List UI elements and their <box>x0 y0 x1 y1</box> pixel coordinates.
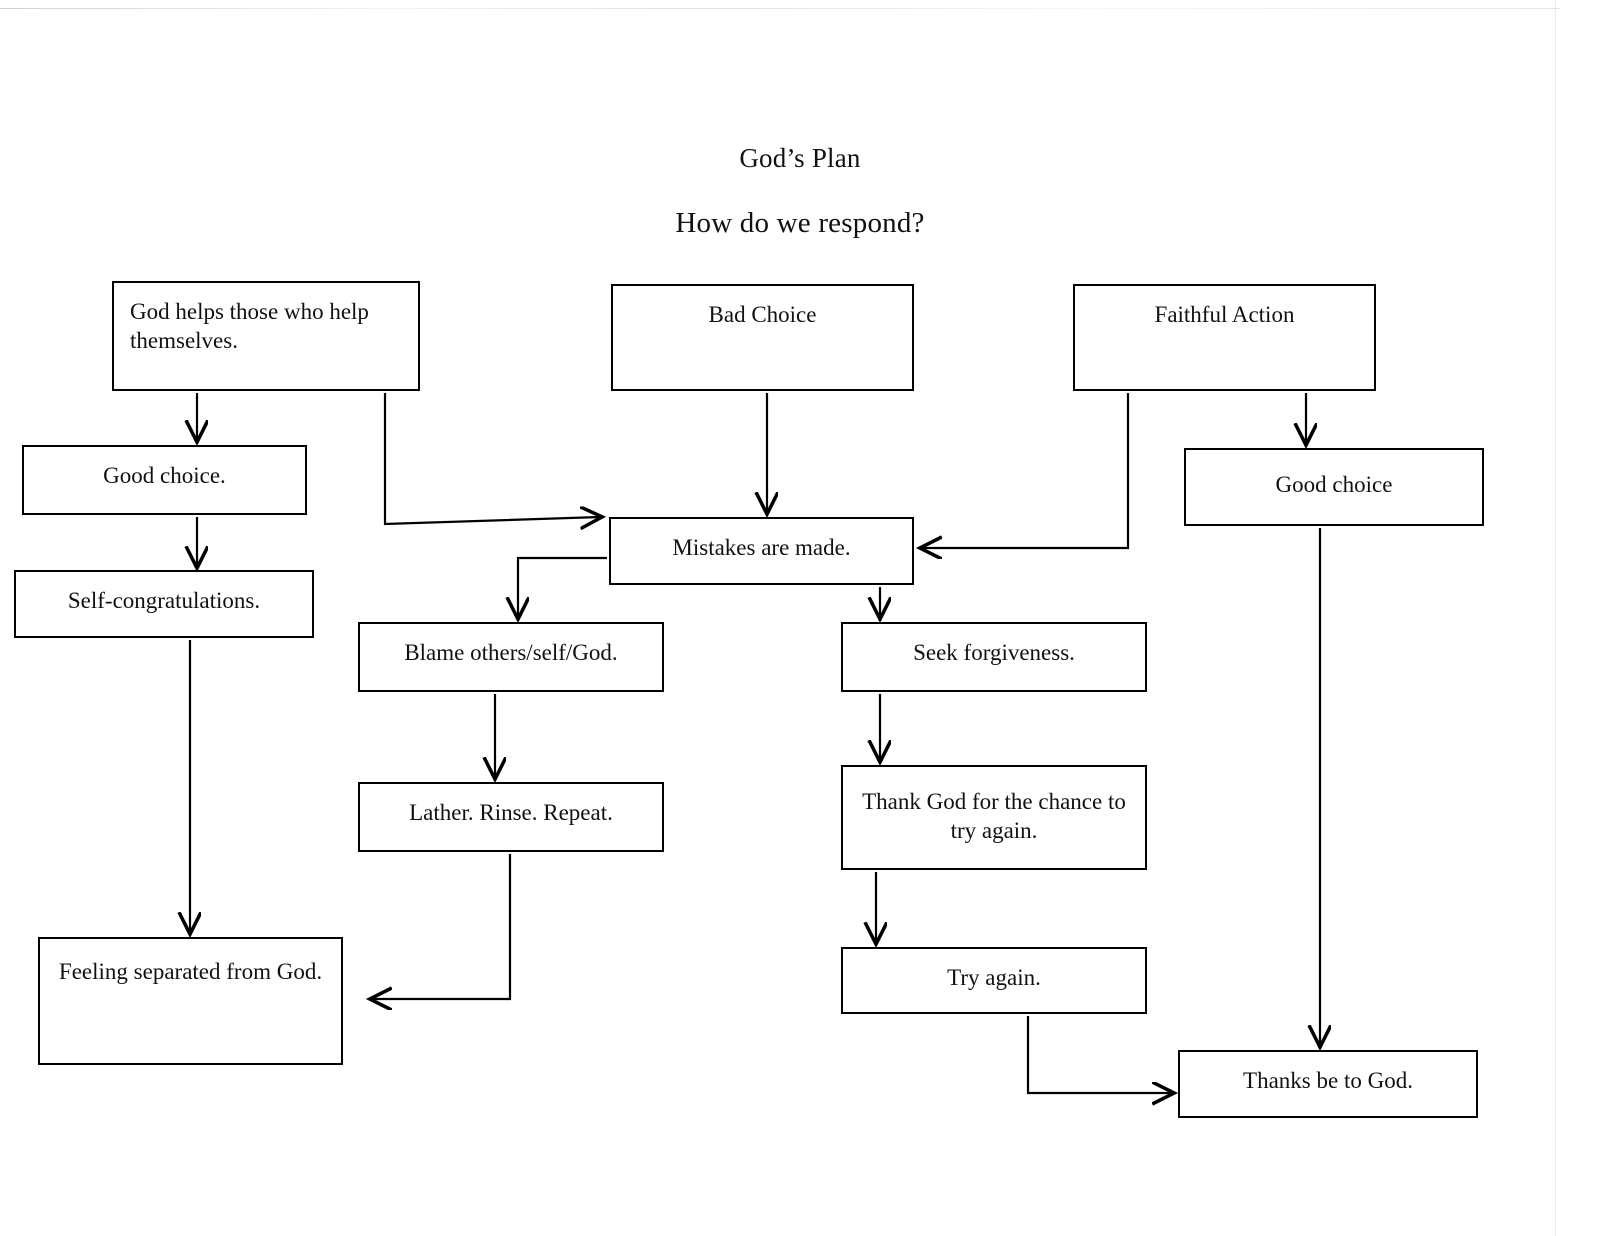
node-label: Good choice <box>1275 472 1393 497</box>
page-title: God’s Plan <box>739 143 861 173</box>
edge-mistakes-to-blame <box>518 556 607 617</box>
node-thank-god-for-the-chance[interactable]: Thank God for the chance to try again. <box>841 765 1147 870</box>
node-mistakes-are-made[interactable]: Mistakes are made. <box>609 517 914 585</box>
scan-artifact-line <box>0 8 1560 9</box>
node-label: Mistakes are made. <box>672 535 851 560</box>
scan-artifact-edge <box>1555 0 1556 1236</box>
node-thanks-be-to-god[interactable]: Thanks be to God. <box>1178 1050 1478 1118</box>
node-label: Faithful Action <box>1154 302 1295 327</box>
node-label: Good choice. <box>103 463 226 488</box>
node-label: Seek forgiveness. <box>913 640 1075 665</box>
edge-god-helps-to-mistakes <box>383 393 600 524</box>
node-label: God helps those who help themselves. <box>130 299 369 354</box>
node-lather-rinse-repeat[interactable]: Lather. Rinse. Repeat. <box>358 782 664 852</box>
node-bad-choice[interactable]: Bad Choice <box>611 284 914 391</box>
node-good-choice-2[interactable]: Good choice <box>1184 448 1484 526</box>
node-blame-others-self-god[interactable]: Blame others/self/God. <box>358 622 664 692</box>
node-label: Thanks be to God. <box>1243 1068 1413 1093</box>
node-label: Try again. <box>947 965 1041 990</box>
node-try-again[interactable]: Try again. <box>841 947 1147 1014</box>
node-god-helps[interactable]: God helps those who help themselves. <box>112 281 420 391</box>
node-label: Bad Choice <box>708 302 817 327</box>
edge-lather-to-feeling-sep <box>372 854 512 999</box>
edge-try-again-to-thanks <box>1026 1016 1172 1093</box>
page-subtitle: How do we respond? <box>675 207 925 239</box>
node-seek-forgiveness[interactable]: Seek forgiveness. <box>841 622 1147 692</box>
node-label: Self-congratulations. <box>67 588 261 613</box>
node-self-congratulations[interactable]: Self-congratulations. <box>14 570 314 638</box>
node-feeling-separated-from-god[interactable]: Feeling separated from God. <box>38 937 343 1065</box>
node-label: Blame others/self/God. <box>404 640 618 665</box>
node-label: Lather. Rinse. Repeat. <box>409 800 613 825</box>
edge-faithful-action-to-mistakes <box>922 393 1130 548</box>
node-faithful-action[interactable]: Faithful Action <box>1073 284 1376 391</box>
node-label: Thank God for the chance to try again. <box>862 789 1126 844</box>
node-good-choice-1[interactable]: Good choice. <box>22 445 307 515</box>
node-label: Feeling separated from God. <box>58 959 323 984</box>
